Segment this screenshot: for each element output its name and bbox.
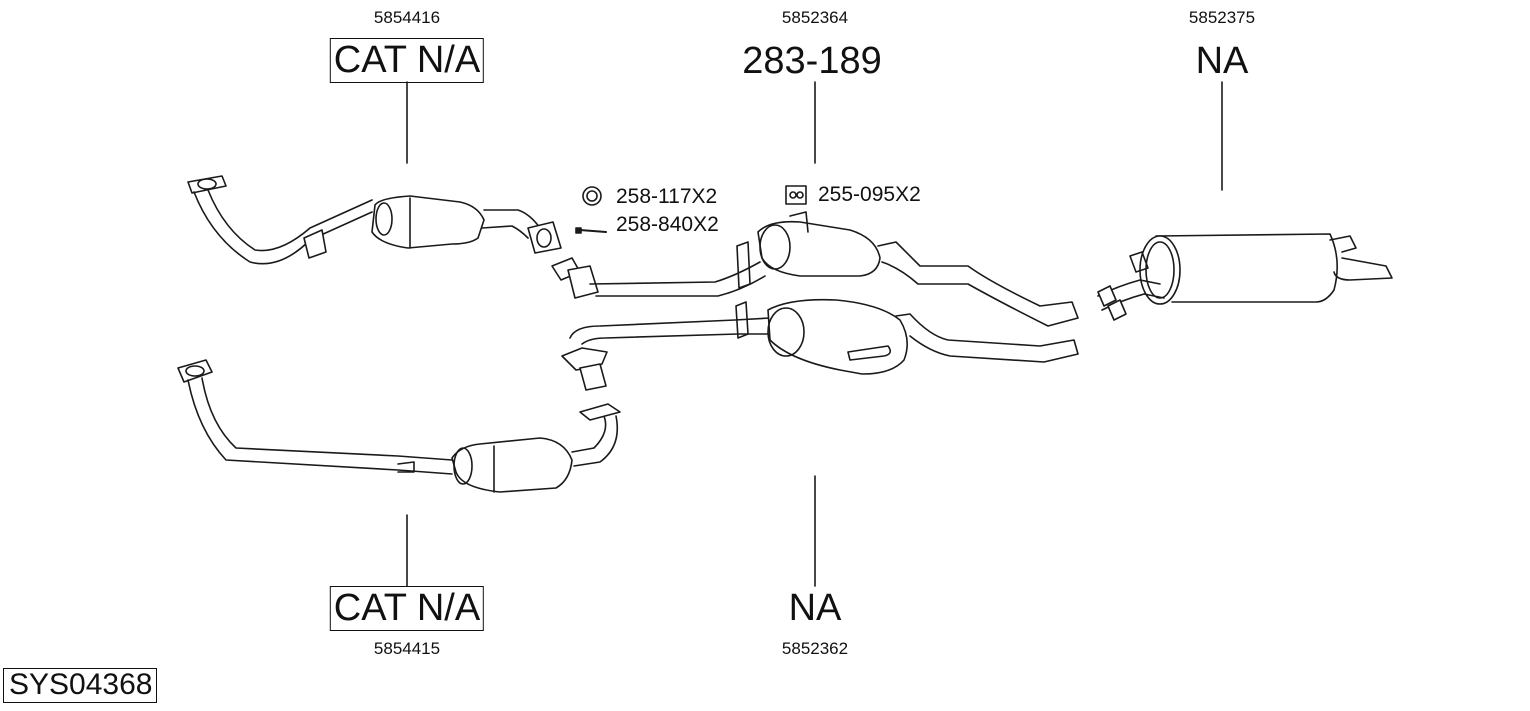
part-oe-number: 5854415: [373, 639, 441, 658]
part-number-label: CAT N/A: [329, 586, 485, 631]
part-oe-number: 5854416: [373, 8, 441, 27]
front-pipe-catalyst-upper: [187, 175, 562, 265]
hardware-label: 258-117X2: [616, 185, 718, 208]
part-oe-number: 5852362: [781, 639, 849, 658]
part-number-label: NA: [788, 587, 842, 629]
part-oe-number: 5852364: [781, 8, 849, 27]
rubber-mount-icon: [785, 185, 807, 205]
leader-lines: [406, 81, 1223, 587]
gasket-ring-icon: [582, 186, 602, 206]
part-oe-number: 5852375: [1188, 8, 1256, 27]
centre-silencer-upper: [551, 211, 1079, 327]
system-id: SYS04368: [3, 668, 158, 703]
centre-silencer-lower: [561, 298, 1079, 391]
bolt-icon: [575, 227, 607, 234]
part-number-label: CAT N/A: [329, 38, 485, 83]
rear-silencer: [1097, 233, 1393, 321]
front-pipe-catalyst-lower: [177, 359, 621, 493]
hardware-label: 258-840X2: [616, 213, 719, 236]
part-number-label: NA: [1195, 40, 1249, 82]
hardware-label: 255-095X2: [818, 183, 921, 206]
part-number-label: 283-189: [742, 40, 882, 82]
